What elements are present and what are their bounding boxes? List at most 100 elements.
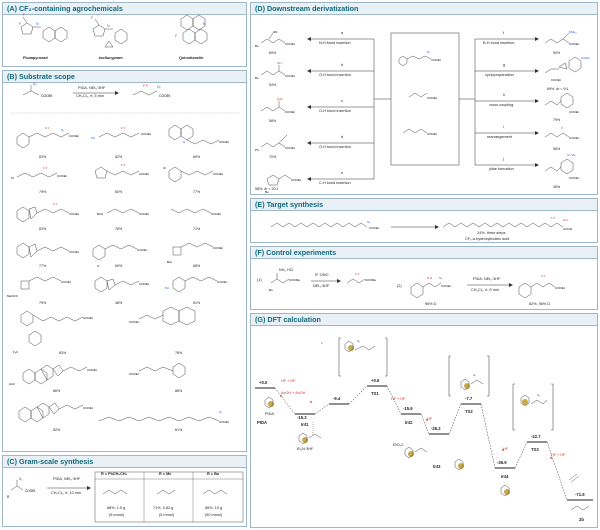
svg-text:COOEt: COOEt xyxy=(69,212,79,216)
svg-text:O: O xyxy=(97,264,100,268)
svg-text:Bu: Bu xyxy=(255,44,259,48)
scheme-product xyxy=(132,90,158,96)
fluxapyroxad-structure xyxy=(20,16,68,43)
deriv-yield: 54% xyxy=(269,83,277,87)
svg-text:R: R xyxy=(7,495,10,499)
svg-text:COOEt: COOEt xyxy=(285,42,295,46)
panel-f-header xyxy=(251,247,597,259)
svg-text:COOEt: COOEt xyxy=(291,178,301,182)
deriv-label: O-H bond insertion xyxy=(319,109,351,113)
deriv-yield: 90% xyxy=(553,51,561,55)
svg-text:COOEt: COOEt xyxy=(69,134,79,138)
gram-scale-note: (5 mmol) xyxy=(109,513,124,517)
energy-label: +0.6 xyxy=(371,378,380,383)
svg-text:Bu: Bu xyxy=(255,76,259,80)
svg-text:COOEt: COOEt xyxy=(83,316,93,320)
svg-text:COOEt: COOEt xyxy=(139,282,149,286)
svg-text:N: N xyxy=(203,22,206,26)
deriv-label: N-H bond insertion xyxy=(319,41,351,45)
state-label: Int3 xyxy=(433,464,441,469)
svg-text:F₃C: F₃C xyxy=(13,350,19,354)
svg-text:COOEt: COOEt xyxy=(57,174,67,178)
svg-text:COOMe: COOMe xyxy=(365,278,376,282)
svg-text:COOEt: COOEt xyxy=(129,320,139,324)
svg-text:N: N xyxy=(36,22,39,26)
deriv-letter: b xyxy=(341,63,344,67)
panel-a-header xyxy=(3,3,246,15)
svg-text:F: F xyxy=(91,16,93,20)
state-label: Int4 xyxy=(501,474,509,479)
panel-e-title: (E) Target synthesis xyxy=(255,200,324,209)
yield-label: 68% xyxy=(193,264,201,268)
reagent-label: Et₃N·3HF xyxy=(297,447,314,451)
target-product-name: CF₂-α-hydroxylinoleic acid xyxy=(465,237,510,241)
deriv-label: O-H bond insertion xyxy=(319,73,351,77)
svg-text:COOEt: COOEt xyxy=(211,212,221,216)
deriv-letter: h xyxy=(503,93,506,97)
target-yield-note: 24%, three steps xyxy=(477,231,506,235)
state-label: 2b xyxy=(579,517,584,522)
svg-text:N₂: N₂ xyxy=(157,85,162,89)
isoflucypram-structure xyxy=(92,18,128,48)
panel-c: (C) Gram-scale synthesis R N₂ COOEt PIDA… xyxy=(2,455,247,527)
svg-text:Ph: Ph xyxy=(255,148,259,152)
state-label: PIDA xyxy=(257,420,268,425)
svg-text:COOEt: COOEt xyxy=(285,146,295,150)
svg-text:COOEt: COOEt xyxy=(61,280,71,284)
yield-label: 78% xyxy=(175,351,183,355)
svg-text:COOEt: COOEt xyxy=(69,250,79,254)
panel-c-header xyxy=(3,456,246,468)
yield-label: 77% xyxy=(39,264,47,268)
svg-text:N: N xyxy=(183,140,185,144)
svg-text:N₂: N₂ xyxy=(219,410,223,414)
svg-text:COOEt: COOEt xyxy=(441,284,451,288)
energy-label: +0.0 xyxy=(259,380,268,385)
svg-text:COMe: COMe xyxy=(581,56,590,60)
panel-a-structures: F F N F N F N xyxy=(19,13,208,48)
yield-label: 83% xyxy=(39,155,47,159)
svg-text:N₂: N₂ xyxy=(473,373,477,377)
deriv-yield: 69% xyxy=(269,51,277,55)
svg-text:COOEt: COOEt xyxy=(87,368,97,372)
deriv-letter: e xyxy=(341,171,344,175)
gram-conditions-top: PIDA, NEt₃·3HF xyxy=(53,477,81,481)
deriv-yield: 70% xyxy=(269,155,277,159)
svg-text:MeOOC: MeOOC xyxy=(7,294,19,298)
svg-text:COOEt: COOEt xyxy=(139,172,149,176)
svg-text:COOEt: COOEt xyxy=(285,74,295,78)
energy-label: -15.6 xyxy=(403,406,413,411)
svg-text:NC: NC xyxy=(91,136,96,140)
svg-text:F F: F F xyxy=(121,163,126,167)
svg-text:COOEt: COOEt xyxy=(213,172,223,176)
yield-label: 61% xyxy=(175,428,183,432)
svg-text:F: F xyxy=(561,126,563,130)
byproduct-note: HF + HF xyxy=(281,379,296,383)
state-label: Int2 xyxy=(405,420,413,425)
svg-text:COOEt: COOEt xyxy=(41,94,52,98)
energy-label: -36.9 xyxy=(497,460,507,465)
svg-text:BnO: BnO xyxy=(97,212,104,216)
yield-label: 60% xyxy=(115,190,123,194)
svg-text:COOEt: COOEt xyxy=(569,176,579,180)
svg-text:F F: F F xyxy=(53,202,58,206)
panel-d-header xyxy=(251,3,597,15)
deriv-letter: g xyxy=(503,63,506,67)
energy-label: -15.3 xyxy=(297,415,307,420)
deriv-yield: 56% xyxy=(553,147,561,151)
deriv-letter: d xyxy=(341,135,344,139)
svg-text:HN: HN xyxy=(273,30,277,34)
panel-g: (G) DFT calculation xyxy=(250,313,598,528)
svg-text:NC: NC xyxy=(165,286,170,290)
deuterium-content: 96% D xyxy=(425,302,437,306)
state-label: TS3 xyxy=(531,447,539,452)
panel-c-scheme: R N₂ COOEt xyxy=(7,471,244,523)
svg-text:COOEt: COOEt xyxy=(427,132,437,136)
svg-text:COOEt: COOEt xyxy=(431,58,441,62)
svg-text:OH: OH xyxy=(277,61,282,65)
panel-c-title: (C) Gram-scale synthesis xyxy=(7,457,94,466)
